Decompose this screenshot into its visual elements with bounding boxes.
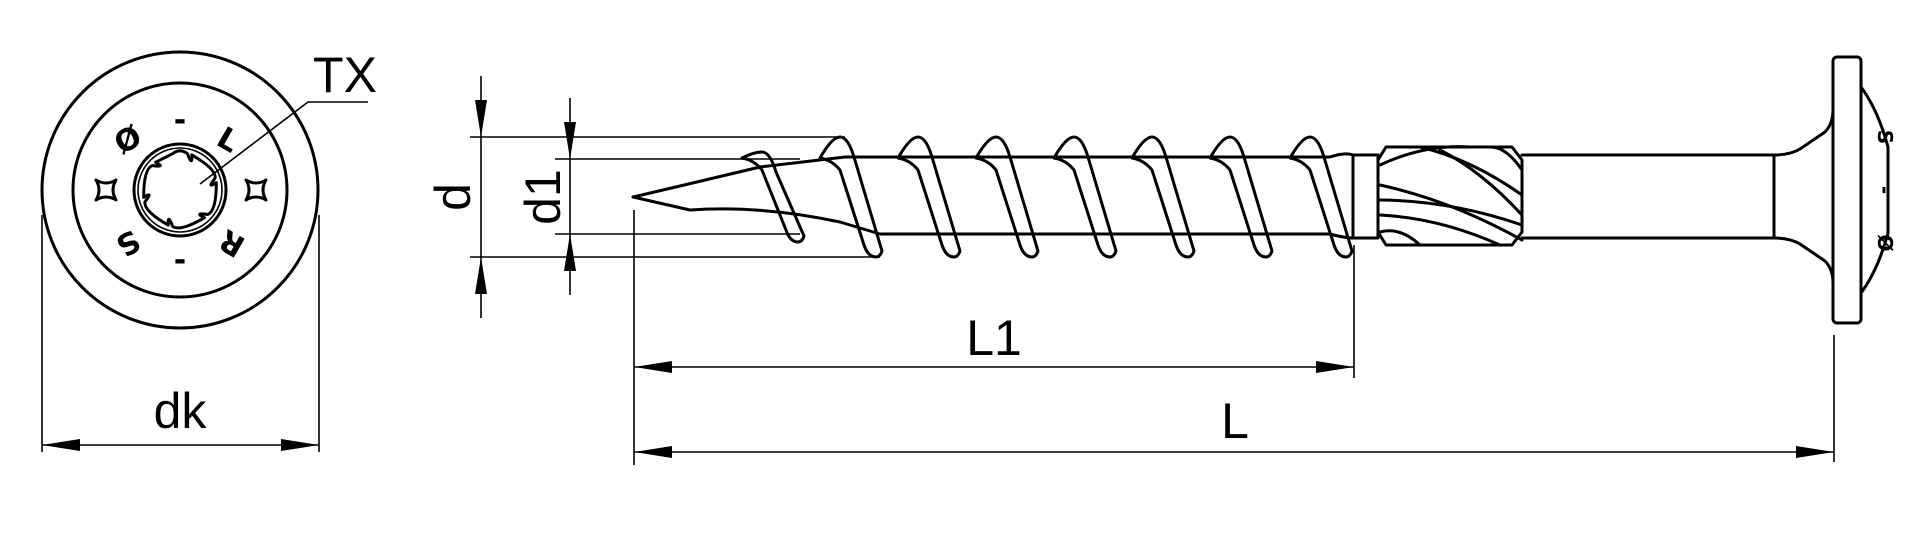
- plain-shank: [1520, 153, 1776, 240]
- l1-arrow-left-icon: [634, 361, 672, 373]
- marking-square-left-icon: [94, 178, 118, 202]
- thread-flights: [740, 135, 1354, 259]
- marking-phi: Ø: [108, 119, 148, 162]
- knurl-flute: [1378, 229, 1422, 247]
- drive-recess-outer: [132, 142, 228, 238]
- head-dome: [1859, 85, 1890, 295]
- side-marking-dash: -: [1873, 186, 1897, 194]
- screw-side-view: d d1 S - Ø L1 L: [425, 55, 1897, 465]
- dk-label: dk: [154, 383, 208, 439]
- d-arrow-bottom-icon: [475, 257, 487, 294]
- d1-arrow-bottom-icon: [564, 234, 576, 271]
- knurl-flutes: [1378, 145, 1524, 247]
- knurl-flute: [1378, 198, 1524, 227]
- d1-label: d1: [515, 169, 571, 225]
- thread-flight: [1208, 135, 1274, 259]
- head-top-view: - - Ø L S R TX dk: [40, 47, 377, 452]
- marking-square-right-icon: [244, 178, 268, 202]
- marking-r: R: [213, 222, 251, 264]
- thread-flight: [1052, 135, 1118, 259]
- milling-knurl: [1376, 145, 1524, 247]
- thread-flight: [740, 150, 806, 244]
- tx-leader-line: [199, 101, 368, 185]
- l1-arrow-right-icon: [1316, 361, 1354, 373]
- side-marking-s: S: [1873, 130, 1897, 144]
- knurl-flute: [1438, 148, 1524, 217]
- dk-arrow-left-icon: [42, 439, 80, 451]
- thread-core-top: [631, 152, 1355, 199]
- head-flange: [1831, 55, 1863, 325]
- head-fillet-bottom: [1772, 236, 1835, 285]
- thread-flight: [818, 135, 884, 259]
- dk-arrow-right-icon: [281, 439, 319, 451]
- drive-recess-inner: [137, 147, 223, 233]
- knurl-flute: [1488, 145, 1524, 172]
- l-arrow-left-icon: [634, 446, 672, 458]
- thread-flight: [896, 135, 962, 259]
- marking-s: S: [110, 222, 146, 263]
- thread-flight: [1130, 135, 1196, 259]
- thread-flight: [1288, 135, 1354, 259]
- head-inner-circle: [71, 81, 289, 299]
- side-marking-phi: Ø: [1873, 234, 1897, 251]
- marking-dash-bottom: -: [174, 243, 186, 278]
- marking-dash-top: -: [174, 103, 186, 138]
- thread-flight: [974, 135, 1040, 259]
- head-outer-circle: [40, 50, 320, 330]
- thread-core-bottom: [631, 195, 1355, 240]
- knurl-flute: [1418, 145, 1524, 197]
- l-label: L: [1221, 393, 1249, 449]
- knurl-flute: [1378, 213, 1502, 247]
- head-fillet-top: [1772, 108, 1835, 157]
- d1-arrow-top-icon: [564, 122, 576, 159]
- torx-drive-icon: [142, 149, 218, 230]
- knurl-flute: [1378, 145, 1472, 167]
- l1-label: L1: [966, 310, 1022, 366]
- l-arrow-right-icon: [1796, 446, 1834, 458]
- tx-label: TX: [313, 47, 377, 103]
- shank-ring: [1351, 153, 1380, 240]
- d-label: d: [425, 183, 481, 211]
- d-arrow-top-icon: [475, 100, 487, 137]
